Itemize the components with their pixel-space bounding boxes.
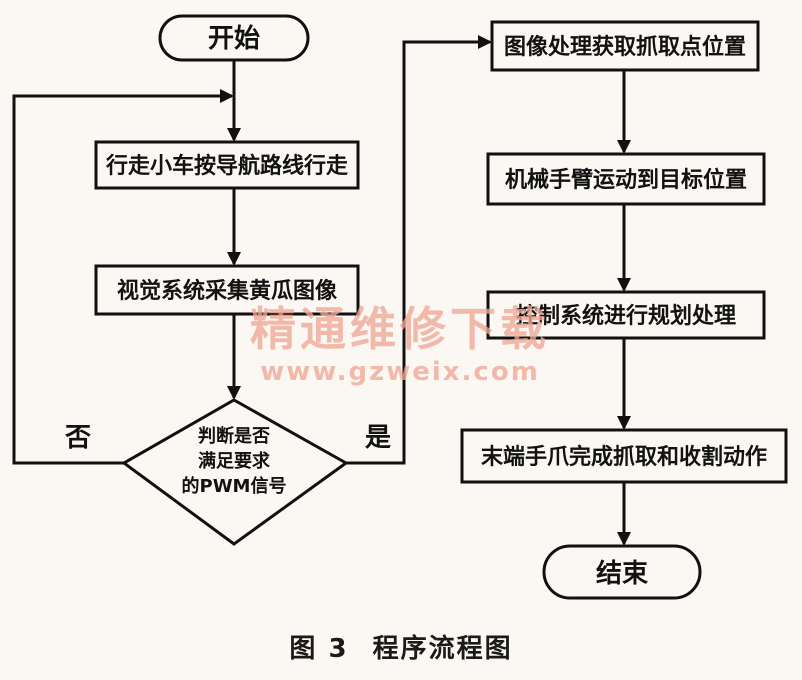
figure-number: 图 3 xyxy=(289,634,349,664)
image-processing-node: 图像处理获取抓取点位置 xyxy=(490,20,760,72)
gripper-node: 末端手爪完成抓取和收割动作 xyxy=(460,428,788,484)
arm-move-label: 机械手臂运动到目标位置 xyxy=(505,167,747,193)
edge-yes xyxy=(346,35,492,465)
start-node: 开始 xyxy=(158,14,310,62)
start-label: 开始 xyxy=(208,24,260,54)
decision-label-line2: 满足要求 xyxy=(198,450,271,472)
watermark: 精通维修下载 www.gzweix.com xyxy=(250,302,550,387)
image-processing-label: 图像处理获取抓取点位置 xyxy=(504,34,746,60)
watermark-url: www.gzweix.com xyxy=(260,357,540,387)
planning-label: 控制系统进行规划处理 xyxy=(516,303,736,329)
arm-move-node: 机械手臂运动到目标位置 xyxy=(486,152,766,206)
capture-label: 视觉系统采集黄瓜图像 xyxy=(117,278,338,304)
end-label: 结束 xyxy=(596,558,649,589)
capture-node: 视觉系统采集黄瓜图像 xyxy=(94,264,360,316)
figure-caption: 图 3 程序流程图 xyxy=(0,628,802,665)
end-node: 结束 xyxy=(542,544,702,600)
watermark-text: 精通维修下载 xyxy=(250,302,550,356)
gripper-label: 末端手爪完成抓取和收割动作 xyxy=(481,444,767,470)
decision-node: 判断是否 满足要求 的PWM信号 xyxy=(121,398,349,546)
walk-label: 行走小车按导航路线行走 xyxy=(105,153,348,179)
yes-branch-label: 是 xyxy=(365,423,391,453)
decision-label-line1: 判断是否 xyxy=(198,425,270,447)
no-branch-label: 否 xyxy=(65,423,91,453)
figure-title: 程序流程图 xyxy=(372,634,513,664)
walk-node: 行走小车按导航路线行走 xyxy=(94,140,360,190)
decision-label-line3: 的PWM信号 xyxy=(182,475,287,497)
edge-no-loop xyxy=(12,89,234,465)
planning-node: 控制系统进行规划处理 xyxy=(486,290,766,340)
